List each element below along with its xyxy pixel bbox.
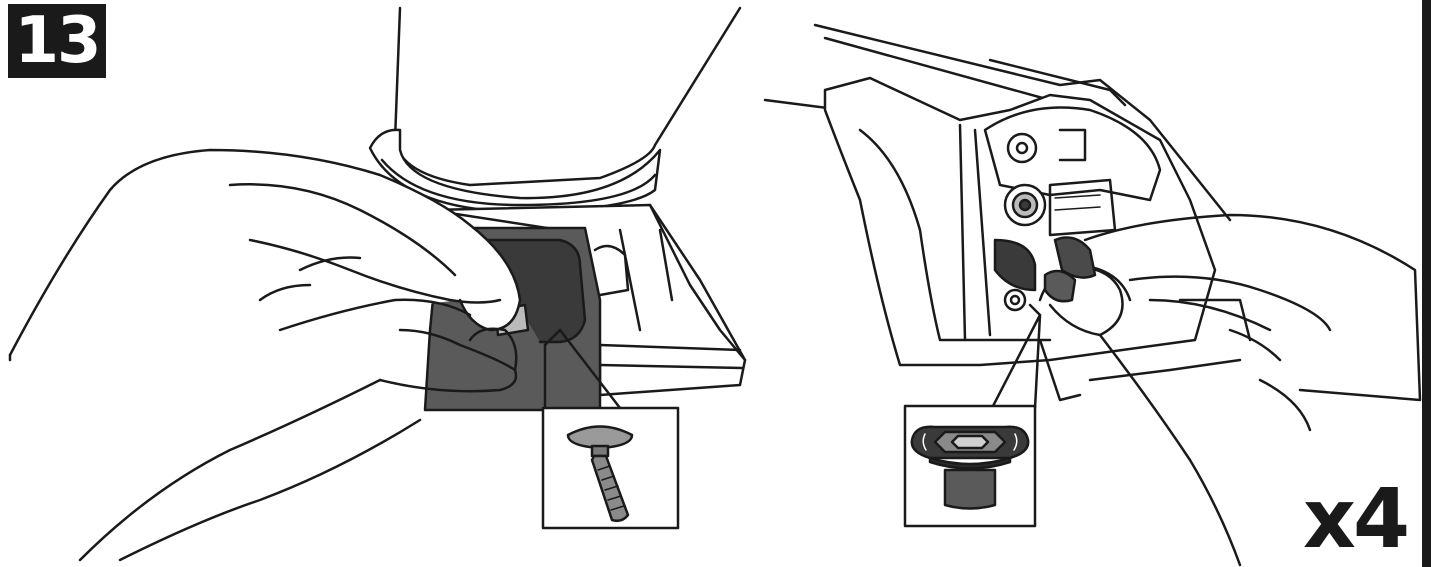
step-number: 13 [14, 4, 101, 78]
right-foot-assembly [763, 23, 1252, 402]
left-hand [8, 148, 522, 562]
bolt-callout [541, 328, 680, 530]
step-number-badge: 13 [8, 4, 106, 78]
page-edge-bar [1422, 0, 1431, 567]
right-hand [1038, 213, 1422, 567]
carriage-bolt-icon [566, 425, 634, 523]
left-foot-assembly [368, 6, 747, 412]
knob-callout [903, 303, 1042, 528]
tightening-knob-icon [910, 425, 1030, 510]
quantity-label: x4 [1303, 472, 1410, 567]
